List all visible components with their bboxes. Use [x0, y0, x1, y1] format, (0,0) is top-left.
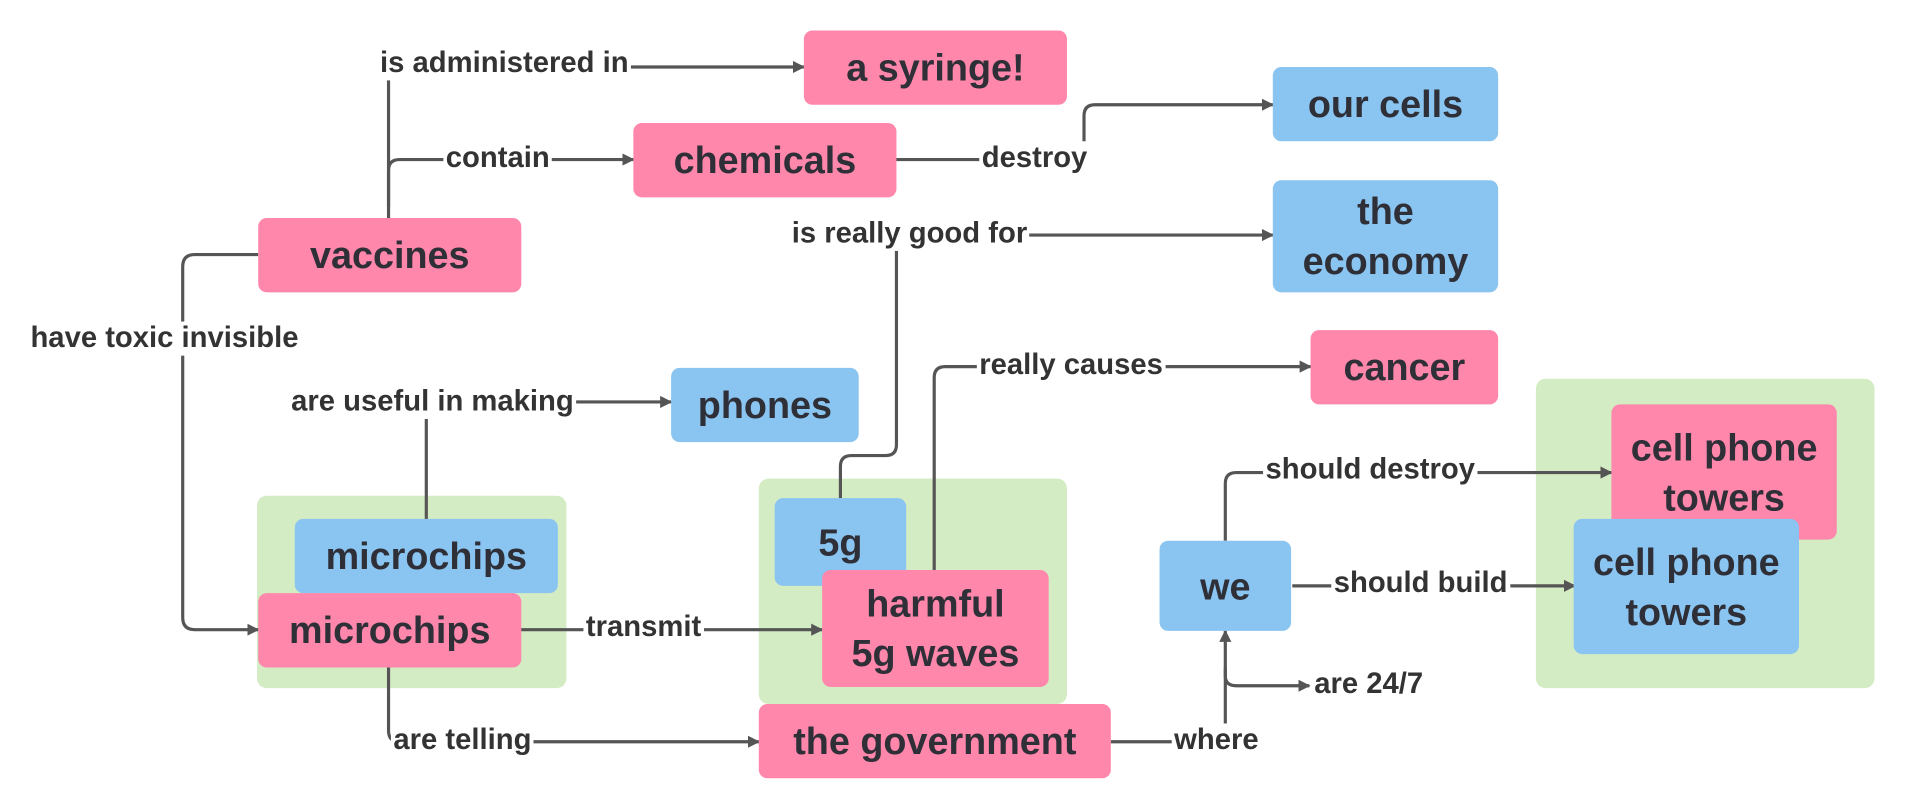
node-microchips-blue: microchips — [294, 518, 558, 594]
node-syringe: a syringe! — [803, 30, 1067, 105]
node-vaccines: vaccines — [258, 218, 522, 293]
label-is-administered-in: is administered in — [377, 46, 632, 81]
edge-microchips-phones — [424, 395, 673, 521]
label-are-24-7: are 24/7 — [1311, 667, 1426, 702]
node-our-cells: our cells — [1272, 66, 1499, 142]
node-government: the government — [758, 704, 1111, 779]
node-cancer: cancer — [1310, 330, 1499, 405]
label-are-telling: are telling — [390, 723, 534, 758]
label-is-really-good-for: is really good for — [789, 216, 1030, 251]
label-are-useful-in-making: are useful in making — [288, 384, 577, 419]
edge-waves-cancer — [932, 360, 1312, 571]
edge-we-towers-destroy — [1223, 466, 1613, 541]
edge-we-always — [1223, 667, 1311, 692]
label-destroy: destroy — [979, 141, 1090, 176]
label-contain: contain — [443, 141, 553, 176]
node-harmful-waves: harmful 5g waves — [822, 570, 1049, 687]
label-should-destroy: should destroy — [1263, 453, 1478, 488]
label-should-build: should build — [1331, 566, 1510, 601]
node-we: we — [1159, 540, 1292, 631]
node-microchips-pink: microchips — [258, 593, 522, 668]
edge-vaccines-microchips — [181, 252, 260, 636]
edge-vaccines-chemicals — [386, 153, 635, 208]
label-have-toxic-invisible: have toxic invisible — [28, 321, 301, 356]
label-where: where — [1171, 723, 1262, 758]
node-economy: the economy — [1272, 180, 1499, 293]
edge-chemicals-cells — [895, 98, 1275, 162]
label-transmit: transmit — [583, 610, 704, 645]
label-really-causes: really causes — [976, 348, 1166, 383]
node-phones: phones — [671, 367, 859, 443]
edge-5g-economy — [838, 228, 1275, 499]
node-chemicals: chemicals — [633, 123, 897, 198]
node-cell-towers-blue: cell phone towers — [1573, 518, 1799, 655]
node-cell-towers-pink: cell phone towers — [1611, 404, 1837, 540]
